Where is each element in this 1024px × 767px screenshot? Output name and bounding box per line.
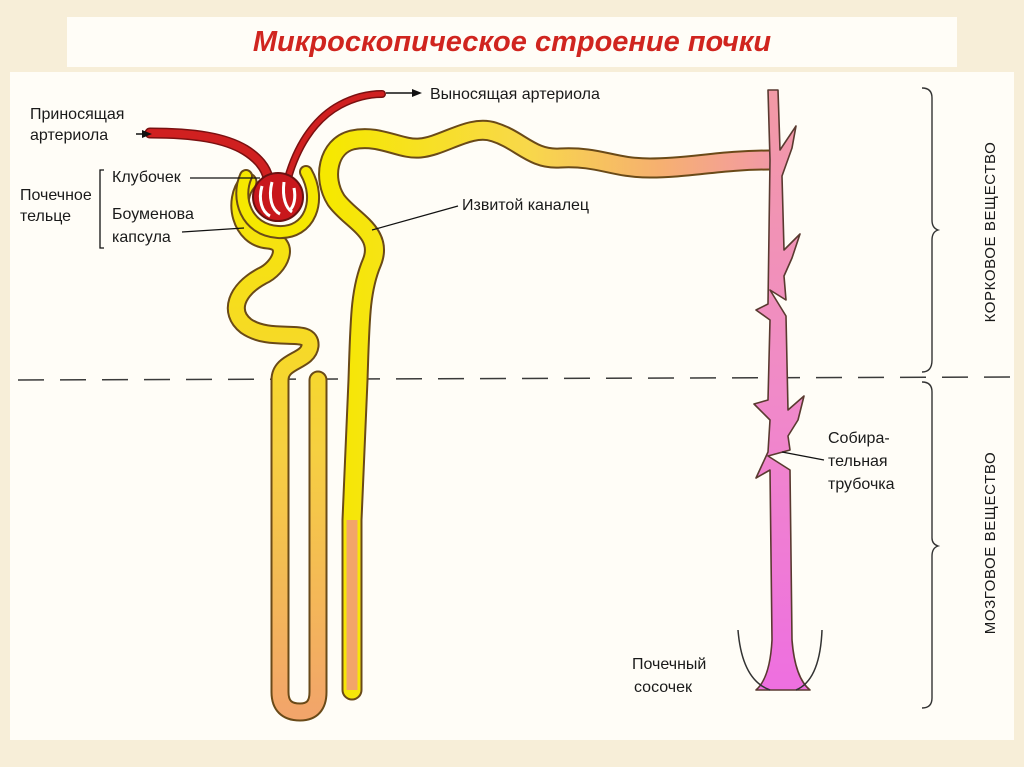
label-collecting-2: тельная <box>828 453 888 470</box>
cortex-label: КОРКОВОЕ ВЕЩЕСТВО <box>982 142 999 323</box>
label-glomerulus: Клубочек <box>112 169 182 186</box>
label-collecting-3: трубочка <box>828 476 895 493</box>
label-corpuscle-1: Почечное <box>20 187 92 204</box>
label-afferent-1: Приносящая <box>30 106 124 123</box>
label-convoluted-tubule: Извитой каналец <box>462 197 589 214</box>
collecting-duct <box>754 90 810 690</box>
label-corpuscle-2: тельце <box>20 208 71 225</box>
label-bowman-2: капсула <box>112 229 171 246</box>
label-papilla-2: сосочек <box>634 679 693 696</box>
label-papilla-1: Почечный <box>632 656 706 673</box>
label-efferent: Выносящая артериола <box>430 86 600 103</box>
distal-tubule <box>329 130 770 690</box>
cortex-medulla-boundary <box>18 377 1014 380</box>
label-afferent-2: артериола <box>30 127 108 144</box>
cortex-bracket <box>922 88 938 372</box>
label-collecting-1: Собира- <box>828 430 890 447</box>
medulla-label: МОЗГОВОЕ ВЕЩЕСТВО <box>982 452 999 634</box>
medulla-bracket <box>922 382 938 708</box>
label-bowman-1: Боуменова <box>112 206 194 223</box>
glomerulus <box>253 173 303 221</box>
